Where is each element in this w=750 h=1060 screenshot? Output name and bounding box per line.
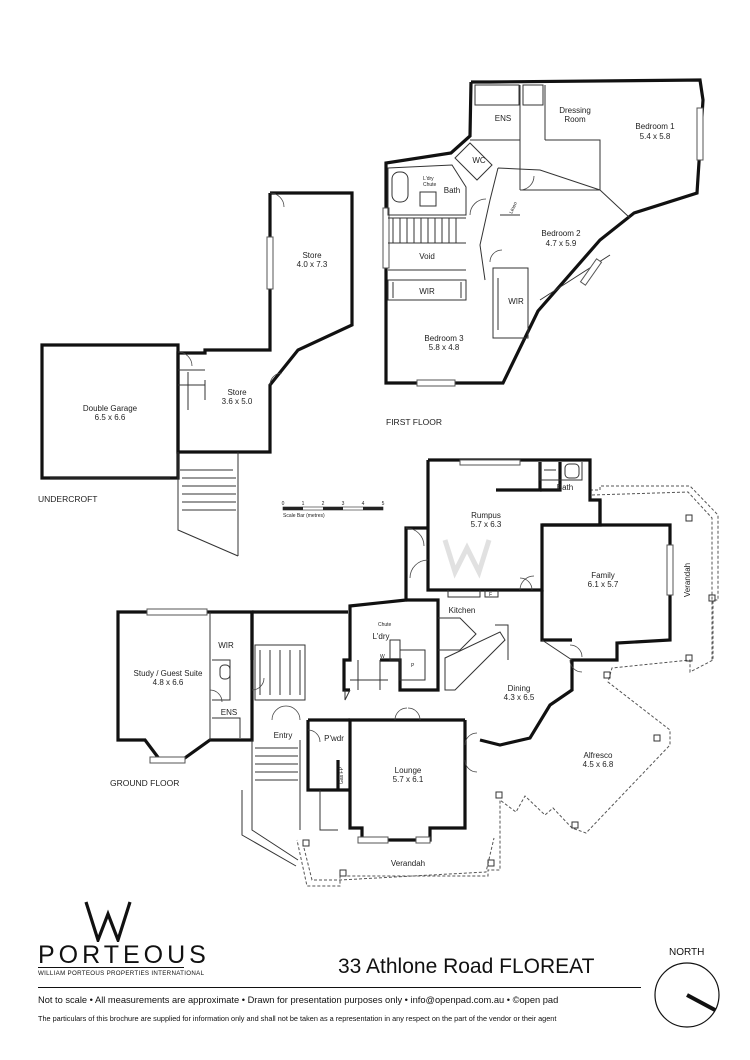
bedroom3-dims: 5.8 x 4.8 (429, 343, 460, 352)
study-dims: 4.8 x 6.6 (153, 678, 184, 687)
store-large-dims: 4.0 x 7.3 (297, 260, 328, 269)
ground-floor-label: GROUND FLOOR (110, 778, 179, 788)
wir-bedroom3-label: WIR (419, 287, 435, 296)
porteous-w-logo (84, 901, 132, 942)
pantry-label: P (411, 663, 415, 669)
bedroom1-name: Bedroom 1 (635, 122, 675, 131)
undercroft-label: UNDERCROFT (38, 494, 98, 504)
brand-name: PORTEOUS (38, 941, 210, 969)
lounge-dims: 5.7 x 6.1 (393, 775, 424, 784)
scale-bar: 0 1 2 3 4 5 Scale Bar (metres) (282, 501, 385, 519)
scale-tick-2: 2 (322, 501, 325, 507)
family-name: Family (591, 571, 615, 580)
linen-label: Linen (508, 201, 519, 215)
property-address: 33 Athlone Road FLOREAT (338, 955, 595, 978)
ldry-label: L'dry (372, 632, 389, 641)
family-dims: 6.1 x 5.7 (588, 580, 619, 589)
ground-floor-plan: Rumpus 5.7 x 6.3 Bath Family 6.1 x 5.7 V… (110, 458, 719, 887)
north-compass-icon (654, 962, 720, 1028)
bedroom3-name: Bedroom 3 (424, 334, 464, 343)
bath-first-label: Bath (444, 186, 460, 195)
w-label: W (380, 654, 385, 660)
north-label: NORTH (669, 947, 705, 958)
rumpus-dims: 5.7 x 6.3 (471, 520, 502, 529)
chute-label: Chute (378, 622, 392, 628)
undercroft-plan: Store 4.0 x 7.3 Store 3.6 x 5.0 Double G… (38, 191, 354, 557)
wir-study-label: WIR (218, 641, 234, 650)
disclaimer-line-2: The particulars of this brochure are sup… (38, 1014, 557, 1023)
brand-divider (38, 967, 184, 968)
alfresco-dims: 4.5 x 6.8 (583, 760, 614, 769)
store-large-name: Store (302, 251, 322, 260)
wc-label: WC (472, 156, 486, 165)
dressing-room-label: Dressing (559, 106, 591, 115)
brand-tagline: WILLIAM PORTEOUS PROPERTIES INTERNATIONA… (38, 970, 205, 977)
rumpus-name: Rumpus (471, 511, 501, 520)
bedroom1-dims: 5.4 x 5.8 (640, 132, 671, 141)
wir-bedroom2-label: WIR (508, 297, 524, 306)
pwdr-label: P'wdr (324, 734, 344, 743)
footer-divider (38, 987, 641, 988)
gas-fp-label: Gas FP (339, 766, 345, 784)
verandah-east-label: Verandah (683, 563, 692, 597)
bedroom2-dims: 4.7 x 5.9 (546, 239, 577, 248)
first-floor-plan: Bedroom 1 5.4 x 5.8 Dressing Room ENS WC… (382, 78, 705, 427)
disclaimer-line-1: Not to scale • All measurements are appr… (38, 995, 559, 1005)
void-label: Void (419, 252, 435, 261)
first-floor-label: FIRST FLOOR (386, 417, 442, 427)
store-small-dims: 3.6 x 5.0 (222, 397, 253, 406)
double-garage-name: Double Garage (83, 404, 138, 413)
ens-ground-label: ENS (221, 708, 237, 717)
fridge-label: F (489, 592, 492, 598)
double-garage-dims: 6.5 x 6.6 (95, 413, 126, 422)
study-name: Study / Guest Suite (134, 669, 203, 678)
scale-tick-0: 0 (282, 501, 285, 507)
entry-label: Entry (274, 731, 293, 740)
scale-caption: Scale Bar (metres) (283, 513, 325, 519)
watermark-w-logo (442, 539, 492, 579)
alfresco-name: Alfresco (584, 751, 613, 760)
bath-ground-label: Bath (557, 483, 573, 492)
verandah-south-label: Verandah (391, 859, 425, 868)
ldry-chute-label-2: Chute (423, 182, 437, 188)
ens-first-label: ENS (495, 114, 511, 123)
ldry-chute-label: L'dry (423, 176, 434, 182)
scale-tick-4: 4 (362, 501, 365, 507)
scale-tick-1: 1 (302, 501, 305, 507)
dining-name: Dining (508, 684, 531, 693)
dressing-room-label-2: Room (564, 115, 586, 124)
scale-tick-5: 5 (382, 501, 385, 507)
scale-tick-3: 3 (342, 501, 345, 507)
bedroom2-name: Bedroom 2 (541, 229, 581, 238)
kitchen-label: Kitchen (449, 606, 476, 615)
lounge-name: Lounge (395, 766, 422, 775)
dining-dims: 4.3 x 6.5 (504, 693, 535, 702)
store-small-name: Store (227, 388, 247, 397)
